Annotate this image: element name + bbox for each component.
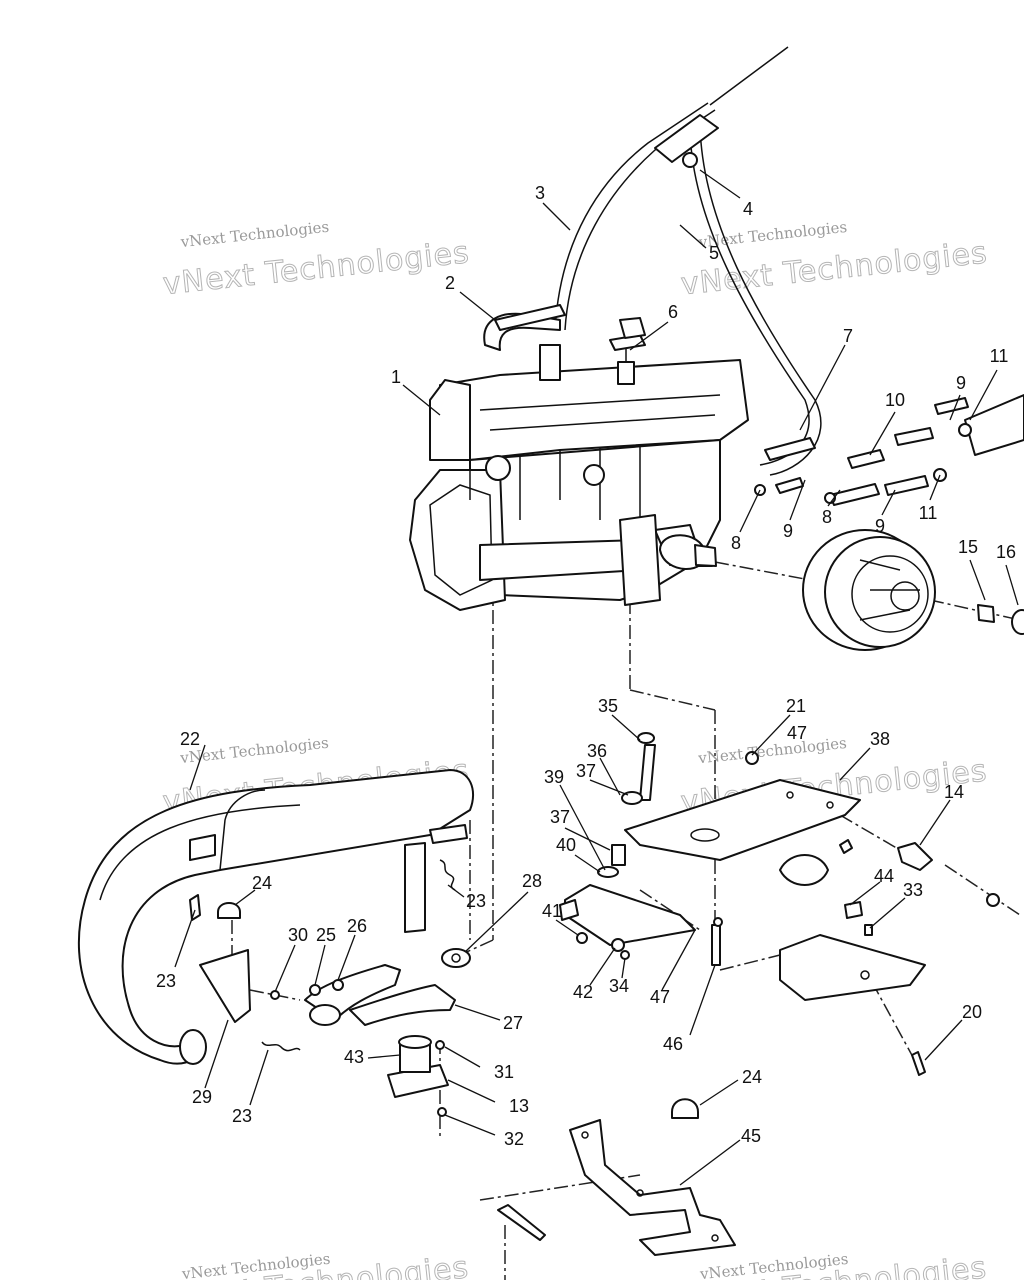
callout-label: 20 (962, 1002, 982, 1022)
callout-label: 1 (391, 367, 401, 387)
callout-label: 37 (550, 807, 570, 827)
callout-label: 30 (288, 925, 308, 945)
callout-label: 36 (587, 741, 607, 761)
leader-lines (174, 169, 1019, 1186)
callout-label: 21 (786, 696, 806, 716)
callout-label: 2 (445, 273, 455, 293)
callout-labels: 1 2 3 4 5 6 7 8 8 9 9 9 10 11 11 15 16 3… (156, 183, 1016, 1149)
callout-label: 10 (885, 390, 905, 410)
callout-label: 31 (494, 1062, 514, 1082)
callout-label: 24 (742, 1067, 762, 1087)
drive-clutch (659, 529, 1024, 651)
callout-label: 25 (316, 925, 336, 945)
callout-label: 42 (573, 982, 593, 1002)
callout-label: 47 (787, 723, 807, 743)
muffler (77, 769, 475, 1065)
callout-label: 13 (509, 1096, 529, 1116)
callout-label: 40 (556, 835, 576, 855)
callout-label: 34 (609, 976, 629, 996)
callout-label: 11 (919, 503, 938, 523)
watermark-small-text: vNext Technologies (696, 734, 847, 768)
callout-label: 41 (542, 901, 562, 921)
callout-label: 23 (232, 1106, 252, 1126)
muffler-bracket (189, 859, 456, 1052)
callout-label: 4 (743, 199, 753, 219)
callout-label: 16 (996, 542, 1016, 562)
watermark-top-right: vNext Technologies vNext Technologies (679, 218, 990, 303)
callout-label: 26 (347, 916, 367, 936)
callout-label: 46 (663, 1034, 683, 1054)
callout-label: 47 (650, 987, 670, 1007)
callout-label: 8 (731, 533, 741, 553)
callout-label: 44 (874, 866, 894, 886)
lower-bracket (497, 1098, 736, 1256)
exhaust-manifold (304, 948, 471, 1026)
watermark-top-left: vNext Technologies vNext Technologies (161, 218, 472, 303)
callout-label: 22 (180, 729, 200, 749)
fuel-line-parts (483, 304, 1024, 506)
callout-label: 14 (944, 782, 964, 802)
callout-label: 45 (741, 1126, 761, 1146)
callout-label: 27 (503, 1013, 523, 1033)
callout-label: 43 (344, 1047, 364, 1067)
watermark-small-text: vNext Technologies (179, 218, 330, 252)
callout-label: 33 (903, 880, 923, 900)
callout-label: 23 (156, 971, 176, 991)
callout-label: 38 (870, 729, 890, 749)
callout-label: 6 (668, 302, 678, 322)
callout-label: 32 (504, 1129, 524, 1149)
callout-label: 35 (598, 696, 618, 716)
callout-label: 37 (576, 761, 596, 781)
watermark-bottom-left: vNext Technologies vNext Technologies (160, 1250, 471, 1280)
watermark-small-text: vNext Technologies (178, 734, 329, 768)
callout-label: 8 (822, 507, 832, 527)
exhaust-flange (387, 1035, 449, 1117)
callout-label: 9 (875, 516, 885, 536)
callout-label: 15 (958, 537, 978, 557)
callout-label: 3 (535, 183, 545, 203)
callout-label: 5 (709, 243, 719, 263)
engine-block (409, 340, 749, 611)
cable-clip-icon (682, 152, 698, 168)
callout-label: 29 (192, 1087, 212, 1107)
callout-label: 23 (466, 891, 486, 911)
callout-label: 7 (843, 326, 853, 346)
throttle-cable (554, 46, 822, 476)
callout-label: 9 (956, 373, 966, 393)
engine-mount-plate (559, 732, 1000, 1076)
callout-label: 28 (522, 871, 542, 891)
callout-label: 9 (783, 521, 793, 541)
callout-label: 11 (990, 346, 1009, 366)
callout-label: 39 (544, 767, 564, 787)
callout-label: 24 (252, 873, 272, 893)
